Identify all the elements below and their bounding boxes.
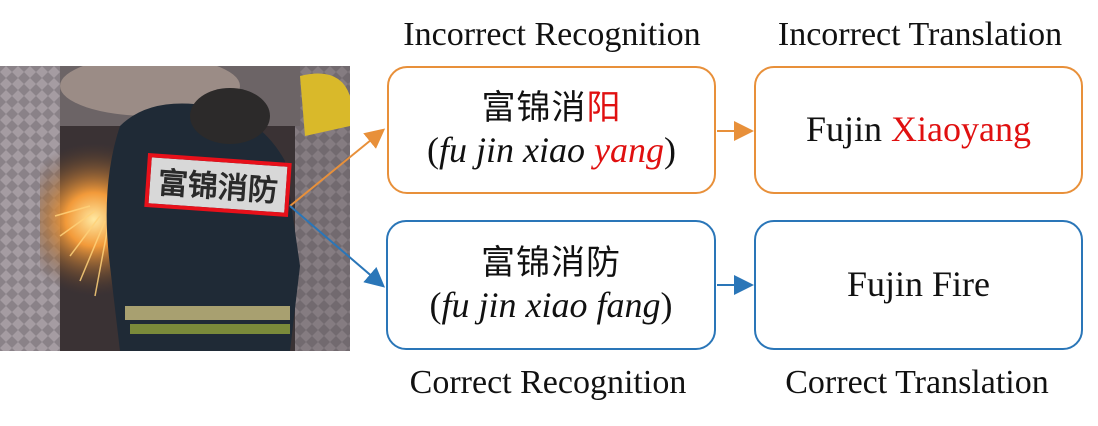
correct-recognition-label: Correct Recognition xyxy=(409,364,687,401)
pinyin-wrong-part: yang xyxy=(594,129,664,170)
correct-translation-box: Fujin Fire xyxy=(754,220,1083,350)
correct-recognition-pinyin: (fu jin xiao fang) xyxy=(430,284,673,327)
firefighter-photo: 富锦消防 xyxy=(0,66,350,351)
correct-recognition-box: 富锦消防 (fu jin xiao fang) xyxy=(386,220,716,350)
photo-sign-text: 富锦消防 xyxy=(157,166,279,209)
wrong-char: 阳 xyxy=(586,88,622,128)
correct-chars-part: 富锦消 xyxy=(481,88,587,128)
incorrect-translation-text: Fujin Xiaoyang xyxy=(806,108,1031,151)
incorrect-recognition-label: Incorrect Recognition xyxy=(403,16,701,53)
incorrect-recognition-box: 富锦消阳 (fu jin xiao yang) xyxy=(387,66,716,194)
incorrect-recognition-chars: 富锦消阳 xyxy=(482,88,622,129)
correct-translation-text: Fujin Fire xyxy=(846,264,990,305)
paren-open: ( xyxy=(427,129,439,170)
paren-open: ( xyxy=(429,284,442,325)
paren-close: ) xyxy=(660,284,673,325)
incorrect-translation-label: Incorrect Translation xyxy=(777,16,1063,53)
sign-highlight-box xyxy=(144,153,292,217)
paren-close: ) xyxy=(663,129,676,170)
pinyin-correct-part: fu jin xiao xyxy=(439,129,594,170)
translation-wrong-part: Xiaoyang xyxy=(891,109,1031,150)
correct-translation-label: Correct Translation xyxy=(785,364,1049,401)
incorrect-translation-box: Fujin Xiaoyang xyxy=(754,66,1083,194)
correct-recognition-chars: 富锦消防 xyxy=(481,243,621,283)
incorrect-recognition-pinyin: (fu jin xiao yang) xyxy=(427,129,676,172)
translation-correct-part: Fujin xyxy=(806,109,892,150)
pinyin-text: fu jin xiao fang xyxy=(441,284,661,325)
